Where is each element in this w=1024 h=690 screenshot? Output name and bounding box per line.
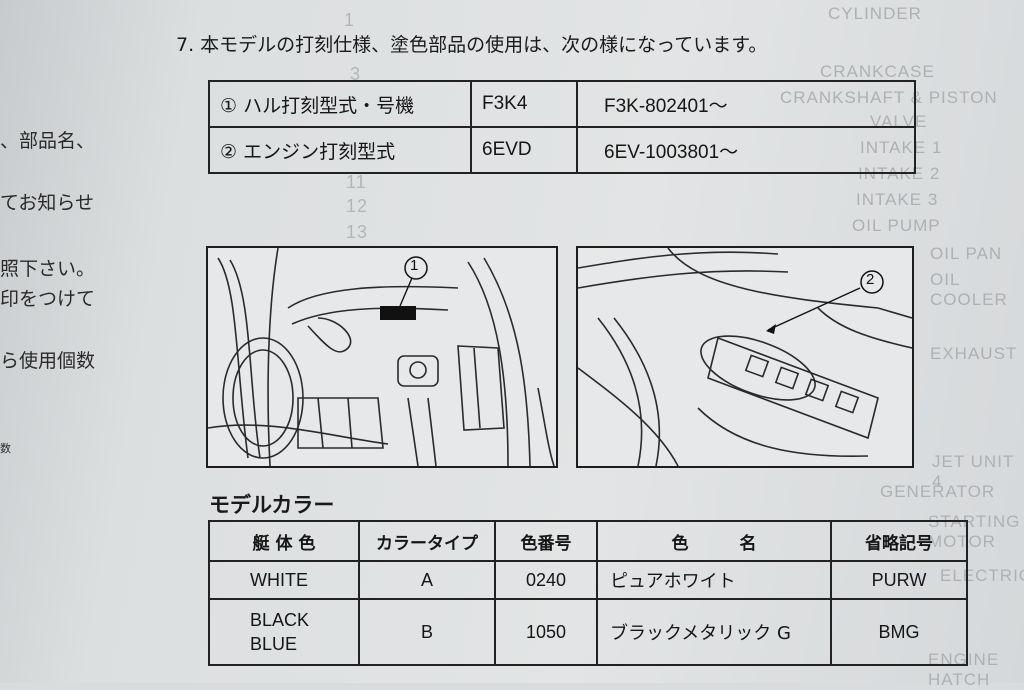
edge-line: 印をつけて bbox=[0, 288, 96, 310]
ghost-number: 11 bbox=[346, 172, 367, 192]
ghost-text: JET UNIT 4 bbox=[932, 452, 1014, 491]
ghost-text: CRANKCASE bbox=[820, 62, 935, 81]
body-color-cell: BLACK BLUE bbox=[208, 598, 360, 666]
stamp-model: 6EVD bbox=[470, 126, 578, 174]
model-color-heading: モデルカラー bbox=[209, 493, 335, 517]
column-header: カラータイプ bbox=[358, 520, 496, 562]
callout-number: 2 bbox=[866, 271, 875, 288]
stamp-spec-table: ① ハル打刻型式・号機 F3K4 F3K-802401〜 ② エンジン打刻型式 … bbox=[208, 80, 916, 174]
color-name-cell: ピュアホワイト bbox=[596, 559, 832, 601]
ghost-text: OIL PUMP bbox=[852, 216, 941, 235]
table-row: ② エンジン打刻型式 6EVD 6EV-1003801〜 bbox=[208, 126, 916, 174]
ghost-text: CYLINDER bbox=[828, 4, 922, 23]
hull-line-drawing bbox=[208, 248, 555, 466]
color-number-cell: 1050 bbox=[494, 598, 598, 666]
engine-line-drawing bbox=[578, 248, 912, 466]
color-type-cell: B bbox=[358, 598, 496, 666]
ghost-number: 3 bbox=[350, 64, 362, 84]
color-name-cell: ブラックメタリック G bbox=[596, 598, 832, 666]
stamp-number: F3K-802401〜 bbox=[576, 80, 916, 128]
ghost-number: 13 bbox=[346, 222, 369, 242]
edge-line: 、部品名、 bbox=[0, 130, 96, 152]
column-header: 省略記号 bbox=[830, 520, 968, 562]
ghost-number: 1 bbox=[344, 10, 356, 30]
column-header: 艇 体 色 bbox=[208, 520, 360, 562]
body-color-line: BLUE bbox=[250, 634, 298, 655]
body-color-line: BLACK bbox=[250, 610, 310, 631]
table-row: BLACK BLUE B 1050 ブラックメタリック G BMG bbox=[208, 598, 968, 666]
table-row: ① ハル打刻型式・号機 F3K4 F3K-802401〜 bbox=[208, 80, 916, 128]
stamp-label: ① ハル打刻型式・号機 bbox=[208, 80, 472, 128]
column-header: 色番号 bbox=[494, 520, 598, 562]
stamp-number: 6EV-1003801〜 bbox=[576, 126, 916, 174]
ghost-text: GENERATOR bbox=[880, 482, 996, 501]
column-header: 色 名 bbox=[596, 520, 832, 562]
model-color-table: 艇 体 色 カラータイプ 色番号 色 名 省略記号 WHITE A 0240 ピ… bbox=[208, 520, 968, 666]
callout-number: 1 bbox=[410, 257, 419, 274]
body-color-line: WHITE bbox=[250, 570, 308, 591]
ghost-text: OIL PAN bbox=[930, 244, 1003, 263]
edge-line: ら使用個数 bbox=[0, 350, 96, 372]
edge-line: 数 bbox=[0, 442, 11, 455]
abbreviation-cell: PURW bbox=[830, 559, 968, 601]
hull-stamp-illustration: 1 bbox=[206, 246, 558, 468]
ghost-text: INTAKE 3 bbox=[856, 190, 939, 209]
edge-line: 照下さい。 bbox=[0, 258, 96, 280]
ghost-text: EXHAUST bbox=[930, 344, 1018, 363]
ghost-text: OIL COOLER bbox=[930, 270, 1008, 309]
stamp-location-marker bbox=[380, 306, 416, 320]
ghost-number: 12 bbox=[346, 196, 369, 216]
color-number-cell: 0240 bbox=[494, 559, 598, 601]
edge-line: てお知らせ bbox=[0, 192, 95, 214]
stamp-model: F3K4 bbox=[470, 80, 578, 128]
table-header-row: 艇 体 色 カラータイプ 色番号 色 名 省略記号 bbox=[208, 520, 968, 562]
color-type-cell: A bbox=[358, 559, 496, 601]
table-row: WHITE A 0240 ピュアホワイト PURW bbox=[208, 559, 968, 601]
section-heading: 7. 本モデルの打刻仕様、塗色部品の使用は、次の様になっています。 bbox=[176, 34, 768, 56]
engine-stamp-illustration: 2 bbox=[576, 246, 914, 468]
stamp-label: ② エンジン打刻型式 bbox=[208, 126, 472, 174]
abbreviation-cell: BMG bbox=[830, 598, 968, 666]
body-color-cell: WHITE bbox=[208, 559, 360, 601]
